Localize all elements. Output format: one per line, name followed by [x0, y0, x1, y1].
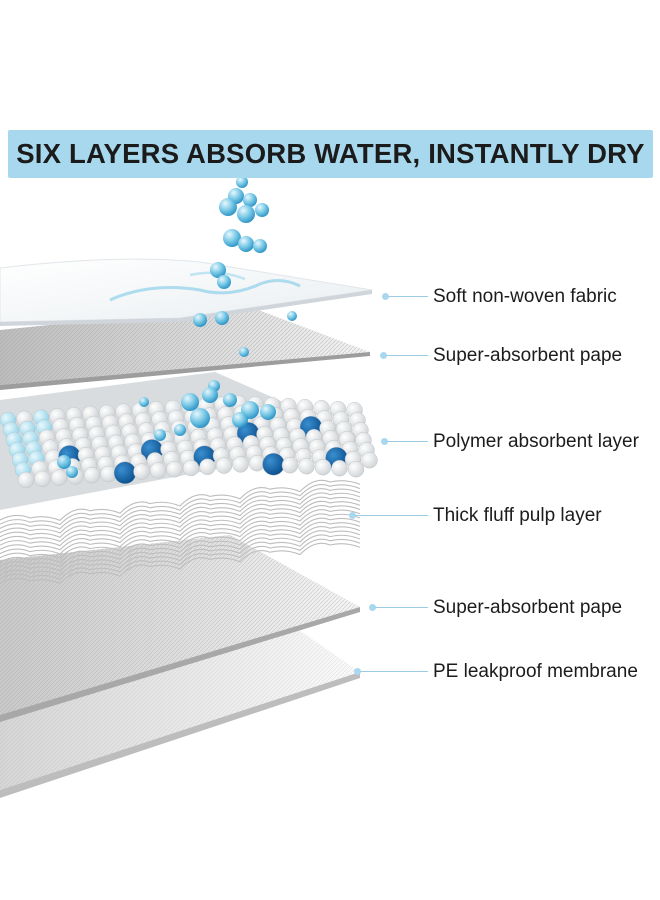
water-drop [202, 387, 218, 403]
layer-label-text: Thick fluff pulp layer [433, 505, 602, 526]
polymer-bead [182, 459, 200, 477]
leader-dot [382, 293, 389, 300]
water-drop [210, 262, 226, 278]
leader-line [386, 355, 428, 356]
leader-dot [380, 352, 387, 359]
fluff-fiber-line [0, 517, 361, 559]
fluff-fiber-line [0, 521, 361, 564]
water-drop [253, 239, 267, 253]
polymer-bead [298, 458, 315, 475]
polymer-bead [17, 471, 35, 489]
water-drop [239, 347, 249, 357]
upper-paper-layer [0, 305, 370, 390]
water-drop [190, 408, 210, 428]
lower-paper-layer [0, 535, 360, 722]
layer-label-fluff: Thick fluff pulp layer [0, 501, 660, 531]
fluff-fiber-line [0, 526, 361, 568]
fluff-fiber-line [0, 538, 361, 580]
fluff-fiber-line [0, 509, 361, 551]
leader-line [375, 607, 428, 608]
water-drop [219, 198, 237, 216]
layer-label-text: PE leakproof membrane [433, 661, 638, 682]
layer-label-pe-membrane: PE leakproof membrane [0, 657, 660, 687]
fluff-fiber-line [0, 542, 361, 585]
fluff-pulp-layer [0, 479, 361, 585]
water-drop [181, 393, 199, 411]
fluff-fiber-line [0, 534, 361, 576]
layer-label-nonwoven: Soft non-woven fabric [0, 282, 660, 312]
layer-label-text: Polymer absorbent layer [433, 431, 639, 452]
fluff-fiber-line [0, 484, 361, 526]
title-banner: SIX LAYERS ABSORB WATER, INSTANTLY DRY [8, 130, 653, 178]
leader-line [388, 296, 428, 297]
fluff-fiber-line [0, 479, 361, 522]
water-drop [243, 193, 257, 207]
banner-title: SIX LAYERS ABSORB WATER, INSTANTLY DRY [16, 138, 645, 169]
layer-label-text: Soft non-woven fabric [433, 286, 617, 307]
fluff-fiber-line [0, 496, 361, 538]
polymer-bead [166, 461, 183, 478]
polymer-bead [149, 462, 167, 479]
fluff-fiber-line [0, 505, 361, 547]
fluff-fiber-line [0, 513, 361, 555]
fluff-fiber-line [0, 530, 361, 572]
leader-dot [354, 668, 361, 675]
leader-line [360, 671, 428, 672]
leader-dot [381, 438, 388, 445]
layer-label-upper-paper: Super-absorbent pape [0, 341, 660, 371]
water-drop [255, 203, 269, 217]
water-drop [260, 404, 276, 420]
water-drop [232, 412, 248, 428]
water-drop [238, 236, 254, 252]
leader-dot [369, 604, 376, 611]
water-drop [217, 275, 231, 289]
fluff-fiber-line [0, 488, 361, 530]
water-drop [223, 229, 241, 247]
fluff-fiber-line [0, 500, 361, 543]
leader-dot [349, 512, 356, 519]
water-drop [215, 311, 229, 325]
water-drops [57, 176, 297, 478]
polymer-bead [34, 470, 51, 487]
water-drop [57, 455, 71, 469]
water-drop [237, 205, 255, 223]
water-drop [287, 311, 297, 321]
water-drop [139, 397, 149, 407]
polymer-bead [83, 467, 101, 484]
layer-label-text: Super-absorbent pape [433, 345, 623, 366]
water-drop [223, 393, 237, 407]
layer-label-polymer: Polymer absorbent layer [0, 427, 660, 457]
fluff-fiber-line [0, 492, 361, 534]
polymer-bead [361, 452, 378, 469]
water-drop [174, 424, 186, 436]
polymer-bead [314, 459, 332, 476]
polymer-bead [50, 469, 68, 486]
layer-label-text: Super-absorbent pape [433, 597, 623, 618]
polymer-bead [281, 457, 299, 474]
polymer-bead [113, 461, 137, 484]
water-drop [193, 313, 207, 327]
leader-line [355, 515, 428, 516]
nonwoven-fabric-layer [0, 258, 373, 326]
polymer-bead [199, 458, 216, 475]
water-drop [66, 466, 78, 478]
polymer-bead [133, 463, 150, 480]
polymer-bead [232, 456, 249, 473]
polymer-bead [347, 461, 365, 478]
polymer-bead [215, 457, 233, 474]
polymer-layer [0, 372, 378, 510]
water-drop [154, 429, 166, 441]
leader-line [387, 441, 428, 442]
water-drop [236, 176, 248, 188]
layer-label-lower-paper: Super-absorbent pape [0, 593, 660, 623]
polymer-bead [331, 460, 348, 477]
